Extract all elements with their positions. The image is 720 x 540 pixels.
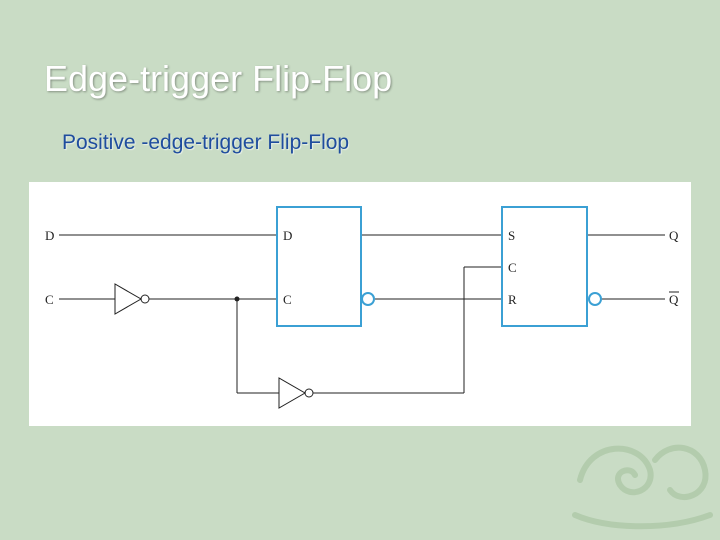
inverter-2 <box>278 377 307 409</box>
latch-1 <box>276 206 362 327</box>
label-latch2-r: R <box>508 292 517 307</box>
diagram-panel: D C D C S C R Q Q <box>29 182 691 426</box>
label-latch1-c: C <box>283 292 292 307</box>
latch-2 <box>501 206 588 327</box>
label-input-d: D <box>45 228 54 243</box>
inverter-1-bubble <box>140 294 150 304</box>
inverter-2-bubble <box>304 388 314 398</box>
inverter-1 <box>114 283 143 315</box>
label-output-q: Q <box>669 228 679 243</box>
slide-title: Edge-trigger Flip-Flop <box>44 58 393 99</box>
slide-subtitle: Positive -edge-trigger Flip-Flop <box>62 131 350 154</box>
flip-flop-diagram: D C D C S C R Q Q <box>45 206 679 409</box>
label-latch2-s: S <box>508 228 515 243</box>
junction-dot <box>234 296 240 302</box>
label-latch1-d: D <box>283 228 292 243</box>
label-output-q-bar: Q <box>669 292 679 307</box>
latch-1-output-bubble <box>361 292 375 306</box>
label-latch2-c: C <box>508 260 517 275</box>
latch-2-output-bubble <box>588 292 602 306</box>
decorative-swirl-icon <box>572 444 713 530</box>
label-input-c: C <box>45 292 54 307</box>
